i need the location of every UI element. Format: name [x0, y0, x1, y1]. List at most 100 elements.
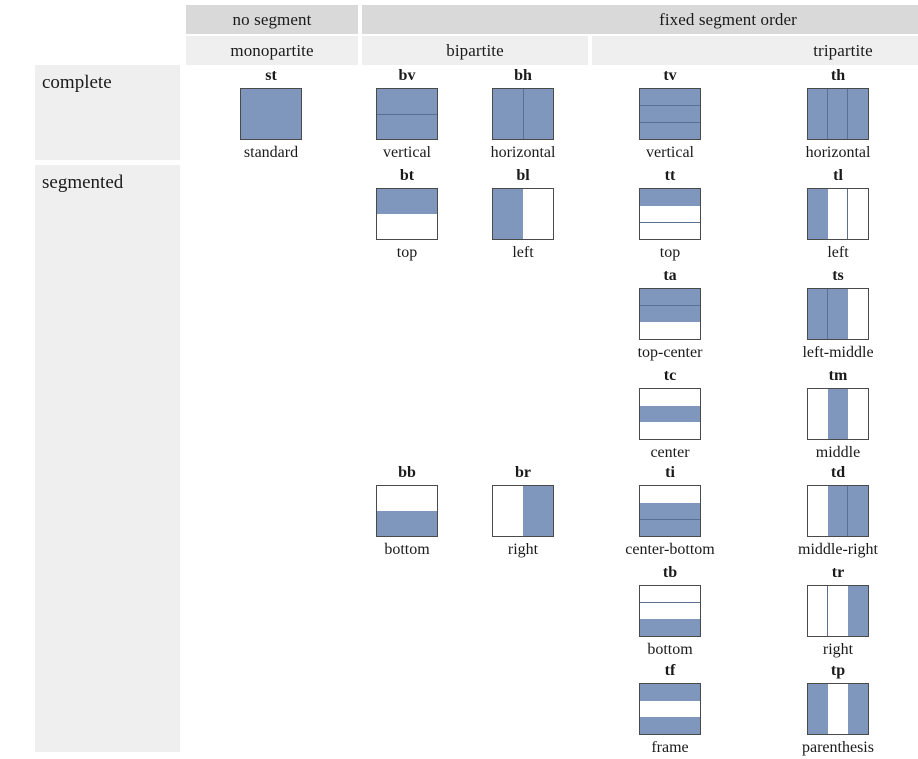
glyph-cell-tp[interactable]: tp parenthesis — [779, 663, 897, 757]
glyph-code-label: tv — [663, 67, 677, 84]
glyph-cell-bh[interactable]: bh horizontal — [464, 68, 582, 162]
glyph-code-label: ti — [665, 464, 675, 481]
glyph-segment-fill — [640, 619, 700, 636]
glyph-segment-fill — [808, 89, 868, 139]
glyph-code-label: st — [265, 67, 277, 84]
glyph-code-label: td — [830, 464, 846, 481]
glyph-cell-tv[interactable]: tv vertical — [611, 68, 729, 162]
glyph-name-label: center-bottom — [625, 541, 715, 558]
glyph-divider-line — [847, 189, 849, 239]
glyph-icon-tv — [639, 88, 701, 140]
glyph-segment-fill — [523, 486, 553, 536]
glyph-segment-fill — [808, 684, 828, 734]
glyph-code-label: tc — [663, 367, 677, 384]
glyph-icon-tc — [639, 388, 701, 440]
glyph-code-label: bh — [514, 67, 532, 84]
glyph-segment-fill — [808, 189, 828, 239]
glyph-icon-tl — [807, 188, 869, 240]
glyph-divider-line — [640, 221, 700, 223]
glyph-divider-line — [847, 486, 849, 536]
glyph-icon-ta — [639, 288, 701, 340]
glyph-divider-line — [640, 121, 700, 123]
glyph-segment-fill — [377, 189, 437, 214]
glyph-icon-tp — [807, 683, 869, 735]
glyph-icon-tf — [639, 683, 701, 735]
glyph-code-label: tr — [831, 564, 845, 581]
glyph-name-label: bottom — [647, 641, 693, 658]
glyph-name-label: top — [659, 244, 681, 261]
glyph-name-label: horizontal — [805, 144, 871, 161]
row-label-segmented: segmented — [35, 165, 180, 752]
glyph-code-label: bl — [516, 167, 530, 184]
glyph-code-label: tp — [830, 662, 846, 679]
glyph-segment-fill — [241, 89, 301, 139]
header-cell-tripartite: tripartite — [592, 36, 918, 65]
glyph-name-label: parenthesis — [802, 739, 874, 756]
glyph-cell-tb[interactable]: tb bottom — [611, 565, 729, 659]
glyph-icon-ti — [639, 485, 701, 537]
glyph-icon-bv — [376, 88, 438, 140]
glyph-cell-ti[interactable]: ti center-bottom — [611, 465, 729, 559]
glyph-icon-st — [240, 88, 302, 140]
glyph-cell-bl[interactable]: bl left — [464, 168, 582, 262]
glyph-icon-bb — [376, 485, 438, 537]
glyph-icon-tm — [807, 388, 869, 440]
row-label-complete: complete — [35, 65, 180, 160]
glyph-divider-line — [827, 289, 829, 339]
glyph-code-label: tm — [828, 367, 848, 384]
glyph-cell-th[interactable]: th horizontal — [779, 68, 897, 162]
glyph-name-label: left — [827, 244, 849, 261]
glyph-segment-fill — [640, 405, 700, 423]
glyph-cell-st[interactable]: st standard — [212, 68, 330, 162]
glyph-icon-bt — [376, 188, 438, 240]
header-cell-no-segment: no segment — [186, 5, 358, 34]
glyph-code-label: tl — [833, 167, 843, 184]
glyph-code-label: tt — [664, 167, 676, 184]
glyph-divider-line — [640, 105, 700, 107]
glyph-cell-tl[interactable]: tl left — [779, 168, 897, 262]
glyph-name-label: right — [822, 641, 854, 658]
glyph-name-label: center — [650, 444, 690, 461]
glyph-name-label: vertical — [383, 144, 431, 161]
glyph-name-label: standard — [243, 144, 299, 161]
row-label-text: complete — [42, 72, 112, 93]
glyph-code-label: ta — [663, 267, 677, 284]
glyph-segment-fill — [640, 189, 700, 206]
header-cell-monopartite: monopartite — [186, 36, 358, 65]
glyph-divider-line — [827, 89, 829, 139]
glyph-name-label: left-middle — [802, 344, 874, 361]
glyph-name-label: top — [396, 244, 418, 261]
glyph-segment-fill — [493, 189, 523, 239]
glyph-code-label: tb — [662, 564, 678, 581]
glyph-divider-line — [522, 89, 524, 139]
glyph-cell-tc[interactable]: tc center — [611, 368, 729, 462]
glyph-icon-tb — [639, 585, 701, 637]
glyph-name-label: horizontal — [490, 144, 556, 161]
glyph-divider-line — [640, 602, 700, 604]
header-cell-bipartite: bipartite — [362, 36, 588, 65]
glyph-name-label: middle — [815, 444, 861, 461]
glyph-segment-fill — [847, 586, 868, 636]
glyph-code-label: bt — [399, 167, 415, 184]
glyph-code-label: bb — [398, 464, 416, 481]
glyph-name-label: vertical — [646, 144, 694, 161]
glyph-cell-tt[interactable]: tt top — [611, 168, 729, 262]
glyph-cell-ta[interactable]: ta top-center — [611, 268, 729, 362]
glyph-icon-bl — [492, 188, 554, 240]
glyph-cell-tm[interactable]: tm middle — [779, 368, 897, 462]
glyph-code-label: br — [515, 464, 531, 481]
glyph-cell-bt[interactable]: bt top — [348, 168, 466, 262]
glyph-name-label: right — [507, 541, 539, 558]
glyph-divider-line — [377, 113, 437, 115]
glyph-name-label: top-center — [637, 344, 703, 361]
glyph-name-label: left — [512, 244, 534, 261]
glyph-cell-tr[interactable]: tr right — [779, 565, 897, 659]
glyph-code-label: th — [830, 67, 846, 84]
glyph-cell-br[interactable]: br right — [464, 465, 582, 559]
glyph-name-label: frame — [651, 739, 689, 756]
